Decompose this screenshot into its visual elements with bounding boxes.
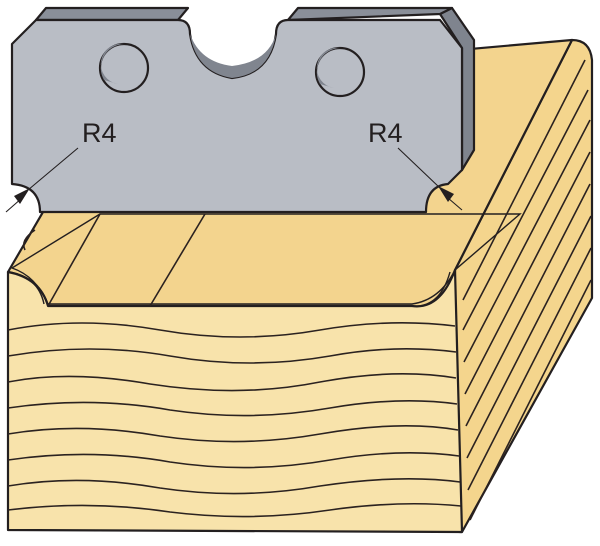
left-leader-line <box>27 147 79 191</box>
blade-top-bevel-right <box>286 6 454 22</box>
top-grain-3 <box>22 229 36 251</box>
left-mounting-hole <box>98 42 150 94</box>
front-left-profile <box>7 271 45 305</box>
front-grain <box>7 322 462 518</box>
right-arrow-tail <box>447 197 463 211</box>
blade-notch-shade <box>190 34 276 78</box>
right-arrow-head <box>438 186 454 202</box>
left-radius-label: R4 <box>82 118 117 148</box>
blade-face <box>10 18 464 214</box>
cutter-blade <box>10 6 476 214</box>
right-radius-label: R4 <box>368 118 403 148</box>
right-radius-annotation: R4 <box>368 118 463 211</box>
left-radius-annotation: R4 <box>5 118 117 213</box>
right-leader-line <box>397 147 441 189</box>
blade-top-bevel-left <box>34 6 190 22</box>
top-groove-band <box>10 213 522 305</box>
top-grain-2 <box>149 213 206 307</box>
top-grain-1 <box>47 213 101 307</box>
left-arrow-head <box>14 188 30 204</box>
right-mounting-hole <box>314 46 366 98</box>
side-grain <box>462 59 592 521</box>
front-right-profile <box>411 271 451 307</box>
